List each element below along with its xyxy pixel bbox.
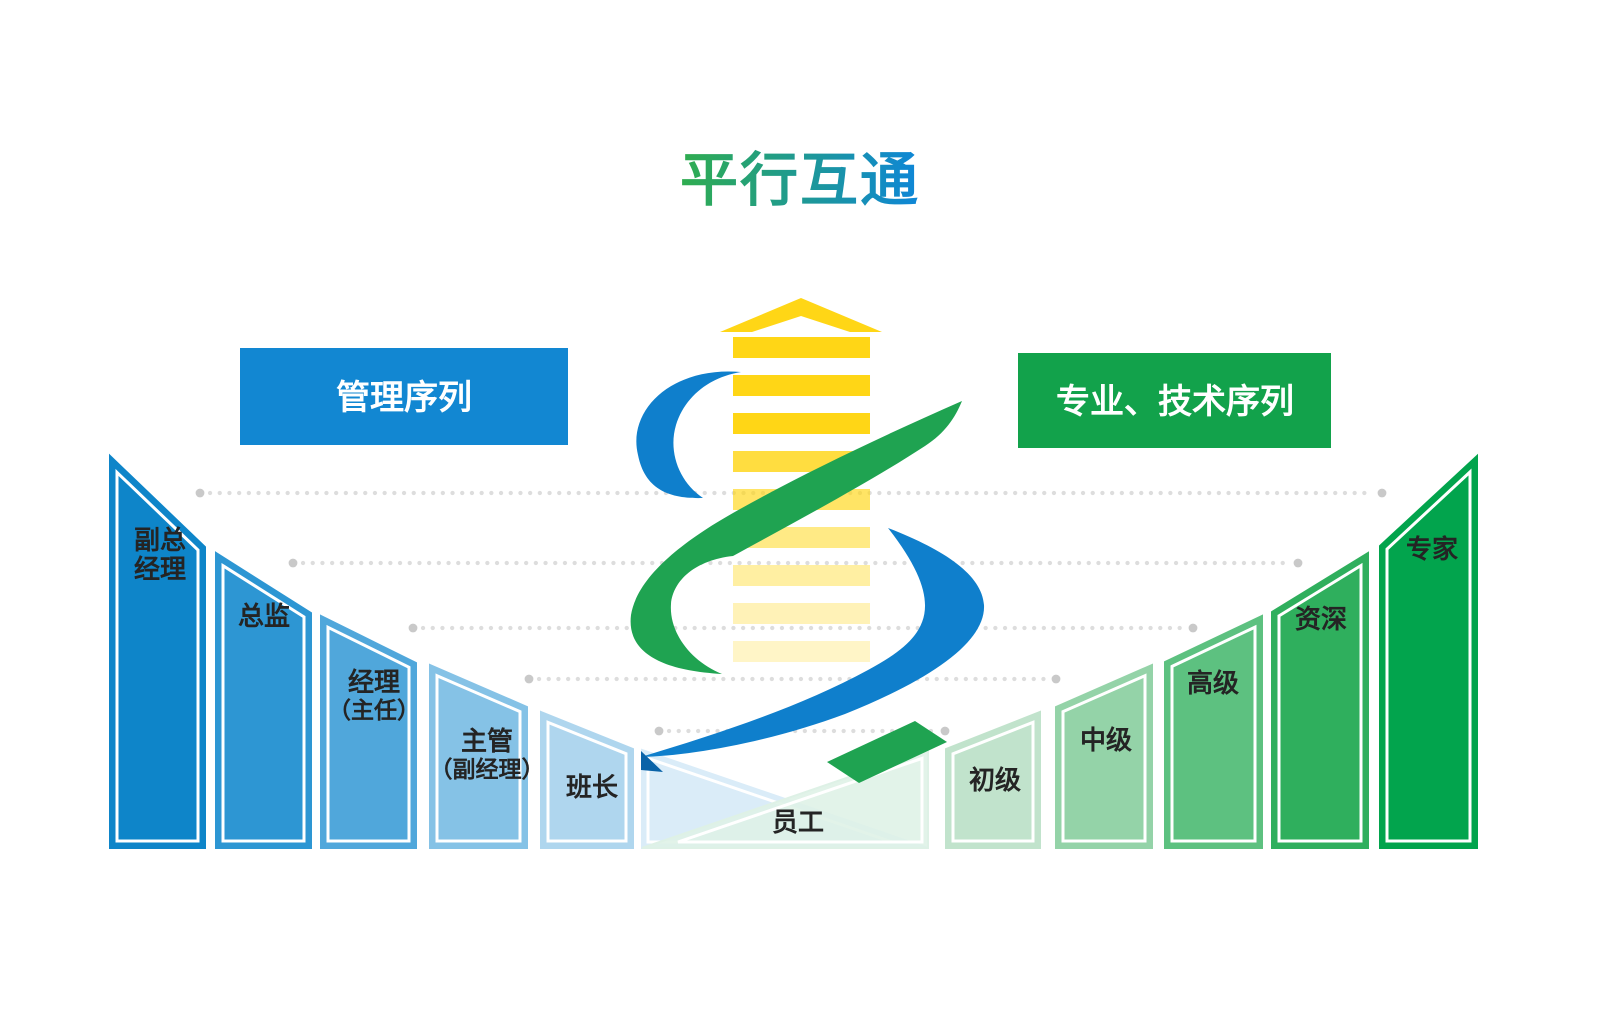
professional-level-3-inner-outline — [1170, 624, 1257, 843]
ladder-rung-1 — [733, 337, 870, 358]
connector-endpoint-dot — [195, 488, 205, 498]
management-level-2 — [215, 551, 312, 849]
professional-level-2 — [1055, 663, 1153, 849]
professional-level-4 — [1271, 551, 1369, 849]
management-level-1-label: 副总 — [134, 525, 186, 555]
base-level-label: 员工 — [772, 807, 824, 837]
connector-endpoint-dot — [524, 674, 534, 684]
professional-header-box — [1018, 353, 1331, 448]
professional-level-2-label: 中级 — [1080, 725, 1132, 755]
professional-level-4-label: 资深 — [1295, 604, 1347, 634]
management-level-3-label: 经理 — [348, 667, 400, 697]
management-level-5-inner-outline — [546, 720, 628, 843]
management-level-1 — [109, 453, 206, 849]
professional-level-3-label: 高级 — [1187, 668, 1239, 698]
management-level-4-inner-outline — [435, 673, 522, 843]
management-header-box — [240, 348, 568, 445]
management-level-3 — [320, 614, 417, 849]
connector-endpoint-dot — [408, 623, 418, 633]
base-level-triangle-green-inner-outline — [677, 756, 924, 844]
page-title: 平行互通 — [680, 148, 920, 213]
professional-level-5 — [1379, 453, 1478, 849]
ladder-rung-9 — [733, 641, 870, 662]
helix-ribbon-fold — [641, 751, 663, 772]
professional-level-5-inner-outline — [1385, 468, 1472, 843]
management-header: 管理序列 — [240, 348, 568, 445]
professional-level-1-label: 初级 — [969, 765, 1021, 795]
management-level-4-label: 主管 — [461, 726, 513, 756]
management-header-label: 管理序列 — [336, 379, 472, 417]
management-level-4 — [429, 663, 528, 849]
ladder-rung-8 — [733, 603, 870, 624]
connector-endpoint-dot — [654, 726, 664, 736]
helix-ribbon-blue-upper — [636, 371, 741, 499]
ladder-rung-2 — [733, 375, 870, 396]
management-level-2-label: 总监 — [238, 601, 290, 631]
management-level-3-label: （主任） — [328, 697, 420, 723]
professional-header: 专业、技术序列 — [1018, 353, 1331, 448]
decoration-layer: 副总经理总监经理（主任）主管（副经理）班长初级中级高级资深专家员工 — [109, 298, 1478, 849]
connector-endpoint-dot — [288, 558, 298, 568]
professional-level-1-inner-outline — [951, 720, 1035, 843]
connector-endpoint-dot — [1377, 488, 1387, 498]
helix-ribbon-green — [630, 401, 962, 674]
management-level-1-inner-outline — [115, 468, 200, 843]
ladder-arrow-icon — [720, 298, 882, 332]
connector-endpoint-dot — [940, 726, 950, 736]
management-level-5-label: 班长 — [566, 772, 619, 802]
connector-endpoint-dot — [1051, 674, 1061, 684]
ladder-rung-7 — [733, 565, 870, 586]
professional-level-2-inner-outline — [1061, 673, 1147, 843]
connector-endpoint-dot — [1293, 558, 1303, 568]
professional-level-3 — [1164, 614, 1263, 849]
management-level-3-inner-outline — [326, 624, 411, 843]
professional-level-5-label: 专家 — [1406, 534, 1458, 564]
ladder-rung-3 — [733, 413, 870, 434]
management-level-4-label: （副经理） — [430, 756, 545, 782]
connector-endpoint-dot — [1188, 623, 1198, 633]
management-level-1-label: 经理 — [134, 554, 186, 584]
helix-ribbon-green-tail — [827, 721, 947, 783]
helix-ribbon-blue-main — [641, 528, 985, 757]
professional-level-4-inner-outline — [1277, 562, 1363, 843]
management-level-2-inner-outline — [221, 562, 306, 843]
professional-header-label: 专业、技术序列 — [1056, 383, 1294, 421]
